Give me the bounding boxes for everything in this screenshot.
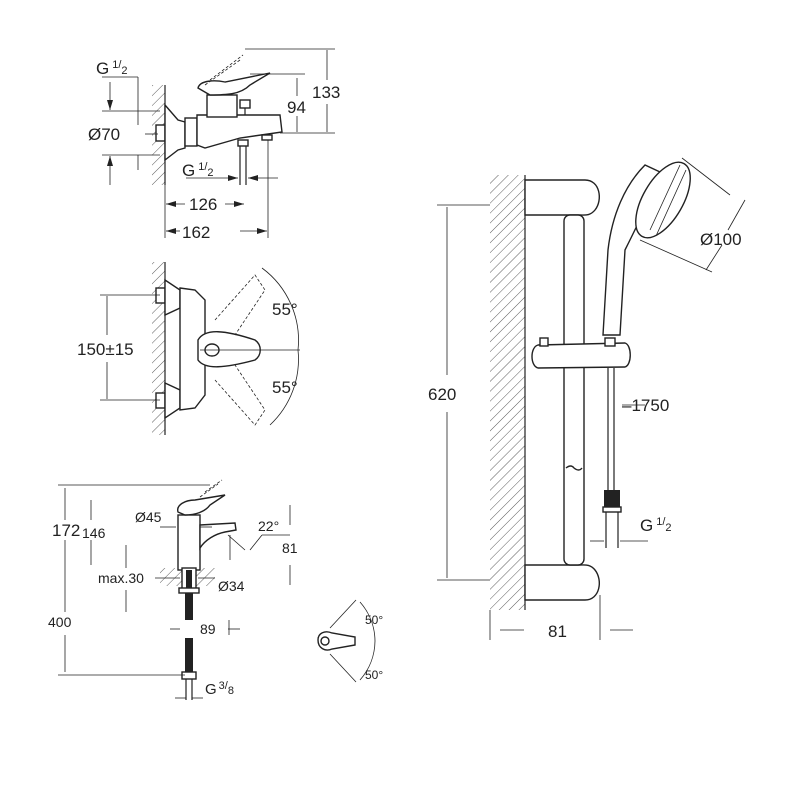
basin-total-height-label: 172 bbox=[52, 521, 80, 540]
head-diameter-label: Ø100 bbox=[700, 230, 742, 249]
basin-body-diameter-label: Ø45 bbox=[135, 509, 162, 525]
basin-spout-reach-label: 89 bbox=[200, 621, 216, 637]
rail-projection-label: 81 bbox=[548, 622, 567, 641]
basin-spout-angle-label: 22° bbox=[258, 518, 279, 534]
basin-handle-top-view: 50° 50° bbox=[317, 599, 383, 683]
rail-length-label: 620 bbox=[428, 385, 456, 404]
bath-total-projection-label: 162 bbox=[182, 223, 210, 242]
basin-body-height-label: 146 bbox=[82, 525, 106, 541]
basin-spout-height-label: 81 bbox=[282, 540, 298, 556]
basin-max-deck-label: max.30 bbox=[98, 570, 144, 586]
bath-inlet-spacing-label: 150±15 bbox=[77, 340, 134, 359]
bath-outlet-projection-label: 126 bbox=[189, 195, 217, 214]
bath-mixer-front-view: 150±15 55° 55° bbox=[77, 262, 300, 435]
basin-hole-diameter-label: Ø34 bbox=[218, 578, 245, 594]
bath-angle-down-label: 55° bbox=[272, 378, 298, 397]
bath-total-height-label: 133 bbox=[312, 83, 340, 102]
handle-angle-left-label: 50° bbox=[365, 613, 383, 627]
bath-angle-up-label: 55° bbox=[272, 300, 298, 319]
bath-handle-height-label: 94 bbox=[287, 98, 306, 117]
hose-length-label: –1750 bbox=[622, 396, 669, 415]
basin-hose-length-label: 400 bbox=[48, 614, 72, 630]
bath-flange-diameter-label: Ø70 bbox=[88, 125, 120, 144]
handle-angle-right-label: 50° bbox=[365, 668, 383, 682]
